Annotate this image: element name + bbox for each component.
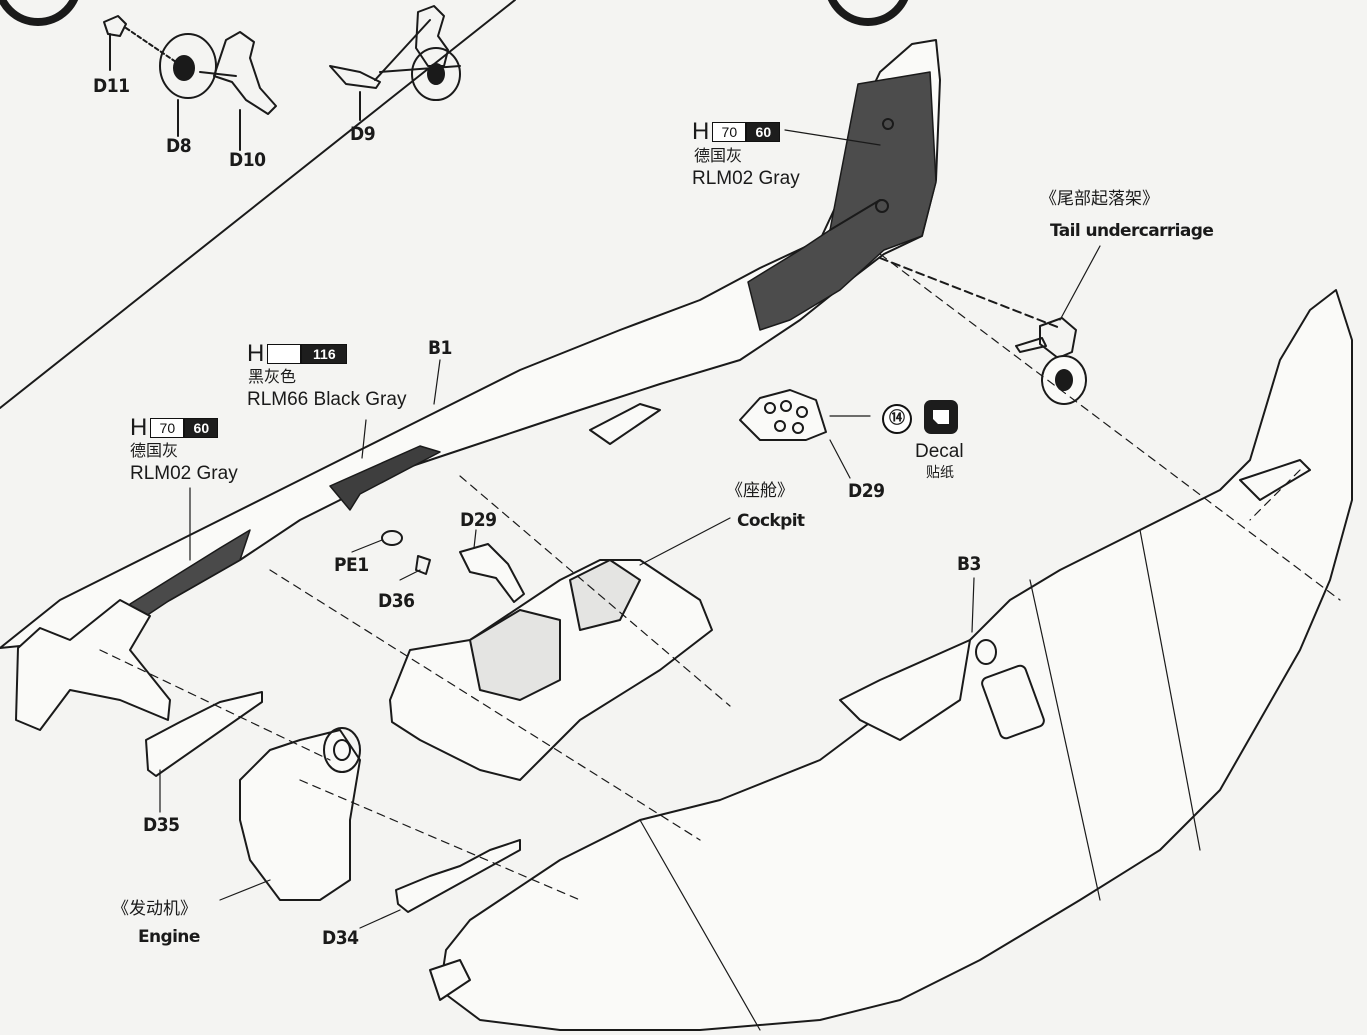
decal-sheet-icon (924, 400, 958, 434)
part-label-d29: D29 (460, 509, 497, 531)
paint-name-cn-nose: 德国灰 (130, 441, 179, 460)
exhaust-stubs-d34 (395, 839, 521, 913)
decal-step-number: ⑭ (882, 404, 912, 434)
paint-code-secondary: 60 (184, 418, 219, 438)
d29-panel (739, 389, 827, 441)
paint-code-primary: 70 (150, 418, 185, 438)
cockpit-tub (389, 559, 713, 781)
part-label-b3: B3 (957, 553, 981, 575)
paint-code-secondary: 116 (301, 344, 348, 364)
d36-part (415, 555, 431, 575)
part-label-d11: D11 (93, 75, 130, 97)
decal-label-en: Decal (915, 441, 964, 462)
paint-name-en-b1: RLM66 Black Gray (247, 389, 407, 410)
paint-code-secondary: 60 (746, 122, 781, 142)
tail-wheel-assembly (879, 257, 1087, 405)
paint-name-en-tail: RLM02 Gray (692, 168, 800, 189)
decal-label-cn: 贴纸 (926, 465, 954, 481)
part-label-d8: D8 (166, 135, 192, 157)
paint-callout-tail: H 70 60 (692, 118, 781, 146)
leader-lines (159, 129, 1101, 929)
fuselage-half-b3 (429, 289, 1353, 1031)
paint-name-en-nose: RLM02 Gray (130, 463, 238, 484)
paint-code-blank (267, 344, 302, 364)
assembly-guide-lines (99, 253, 1341, 901)
cockpit-en: Cockpit (737, 511, 805, 531)
d29-part (459, 543, 525, 603)
tail-undercarriage-cn: 《尾部起落架》 (1040, 189, 1159, 209)
paint-prefix: H (247, 340, 265, 367)
part-label-d10: D10 (229, 149, 266, 171)
part-label-pe1: PE1 (334, 554, 369, 576)
part-label-d36: D36 (378, 590, 415, 612)
paint-prefix: H (130, 414, 148, 441)
engine-cn: 《发动机》 (112, 899, 197, 919)
tail-undercarriage-en: Tail undercarriage (1050, 221, 1214, 241)
paint-name-cn-b1: 黑灰色 (248, 367, 297, 386)
paint-name-cn-tail: 德国灰 (694, 146, 743, 165)
engine-block (239, 727, 361, 901)
landing-gear-parts (103, 5, 461, 151)
pe1-part (381, 530, 403, 546)
paint-prefix: H (692, 118, 710, 145)
paint-code-primary: 70 (712, 122, 747, 142)
paint-callout-b1: H 116 (247, 340, 348, 368)
part-label-d35: D35 (143, 814, 180, 836)
part-label-d29-panel: D29 (848, 480, 885, 502)
part-label-d34: D34 (322, 927, 359, 949)
part-label-b1: B1 (428, 337, 452, 359)
cockpit-cn: 《座舱》 (726, 481, 794, 501)
step-circle-left (0, 0, 79, 26)
step-circle-right (827, 0, 909, 26)
paint-callout-nose: H 70 60 (130, 414, 219, 442)
part-label-d9: D9 (350, 123, 376, 145)
fuselage-half-b1 (0, 39, 941, 731)
engine-en: Engine (138, 927, 200, 947)
